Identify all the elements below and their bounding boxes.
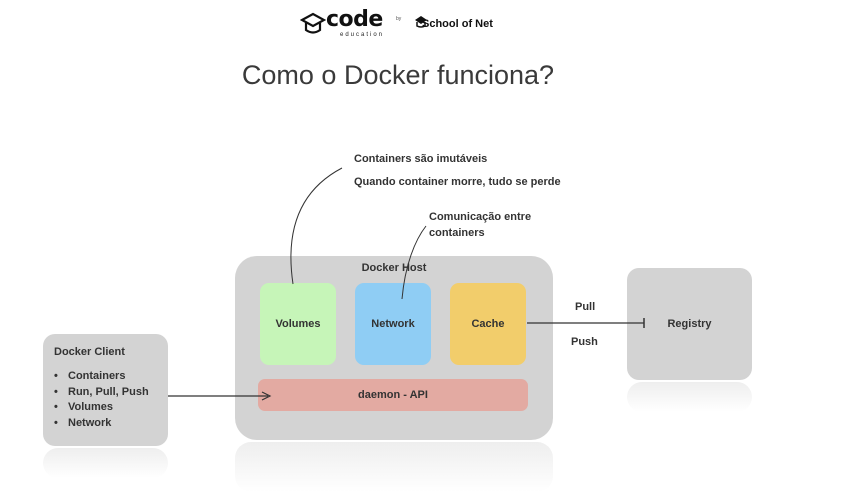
- registry-box: Registry: [627, 268, 752, 380]
- volumes-note-1: Containers são imutáveis: [354, 153, 488, 165]
- docker-host-box: Docker Host Volumes Network Cache daemon…: [235, 256, 553, 440]
- daemon-api-label: daemon - API: [358, 389, 428, 401]
- registry-reflection: [627, 382, 752, 412]
- code-logo-subtext: education: [340, 32, 385, 38]
- network-note-2: containers: [429, 227, 485, 239]
- host-reflection: [235, 442, 553, 492]
- registry-label: Registry: [667, 318, 712, 330]
- network-note-1: Comunicação entre: [429, 211, 532, 223]
- daemon-api-box: daemon - API: [258, 379, 528, 411]
- volumes-label: Volumes: [275, 318, 321, 330]
- volumes-box: Volumes: [260, 283, 336, 365]
- pull-label: Pull: [575, 301, 596, 313]
- client-to-daemon-arrowhead: [261, 391, 272, 401]
- graduation-cap-icon: [300, 12, 326, 34]
- cache-box: Cache: [450, 283, 526, 365]
- cache-label: Cache: [471, 318, 505, 330]
- docker-client-title: Docker Client: [54, 346, 125, 358]
- client-item-run-pull-push: Run, Pull, Push: [54, 385, 149, 401]
- docker-host-title: Docker Host: [361, 262, 427, 274]
- docker-client-box: Docker Client Containers Run, Pull, Push…: [43, 334, 168, 446]
- client-item-network: Network: [54, 416, 149, 432]
- docker-client-list: Containers Run, Pull, Push Volumes Netwo…: [54, 369, 149, 431]
- push-label: Push: [571, 336, 598, 348]
- school-of-net-text: School of Net: [422, 18, 493, 30]
- volumes-note-2: Quando container morre, tudo se perde: [354, 176, 561, 188]
- code-education-logo: code education: [300, 7, 392, 39]
- code-logo-text: code: [326, 7, 383, 32]
- by-label: by: [396, 16, 402, 22]
- school-of-net-logo: School of Net: [415, 15, 506, 35]
- network-annotation-line: [401, 225, 427, 300]
- volumes-annotation-line: [290, 167, 343, 285]
- page-title: Como o Docker funciona?: [241, 60, 555, 90]
- client-item-volumes: Volumes: [54, 400, 149, 416]
- client-item-containers: Containers: [54, 369, 149, 385]
- school-of-net-icon: [415, 16, 427, 28]
- network-label: Network: [371, 318, 415, 330]
- client-reflection: [43, 448, 168, 478]
- network-box: Network: [355, 283, 431, 365]
